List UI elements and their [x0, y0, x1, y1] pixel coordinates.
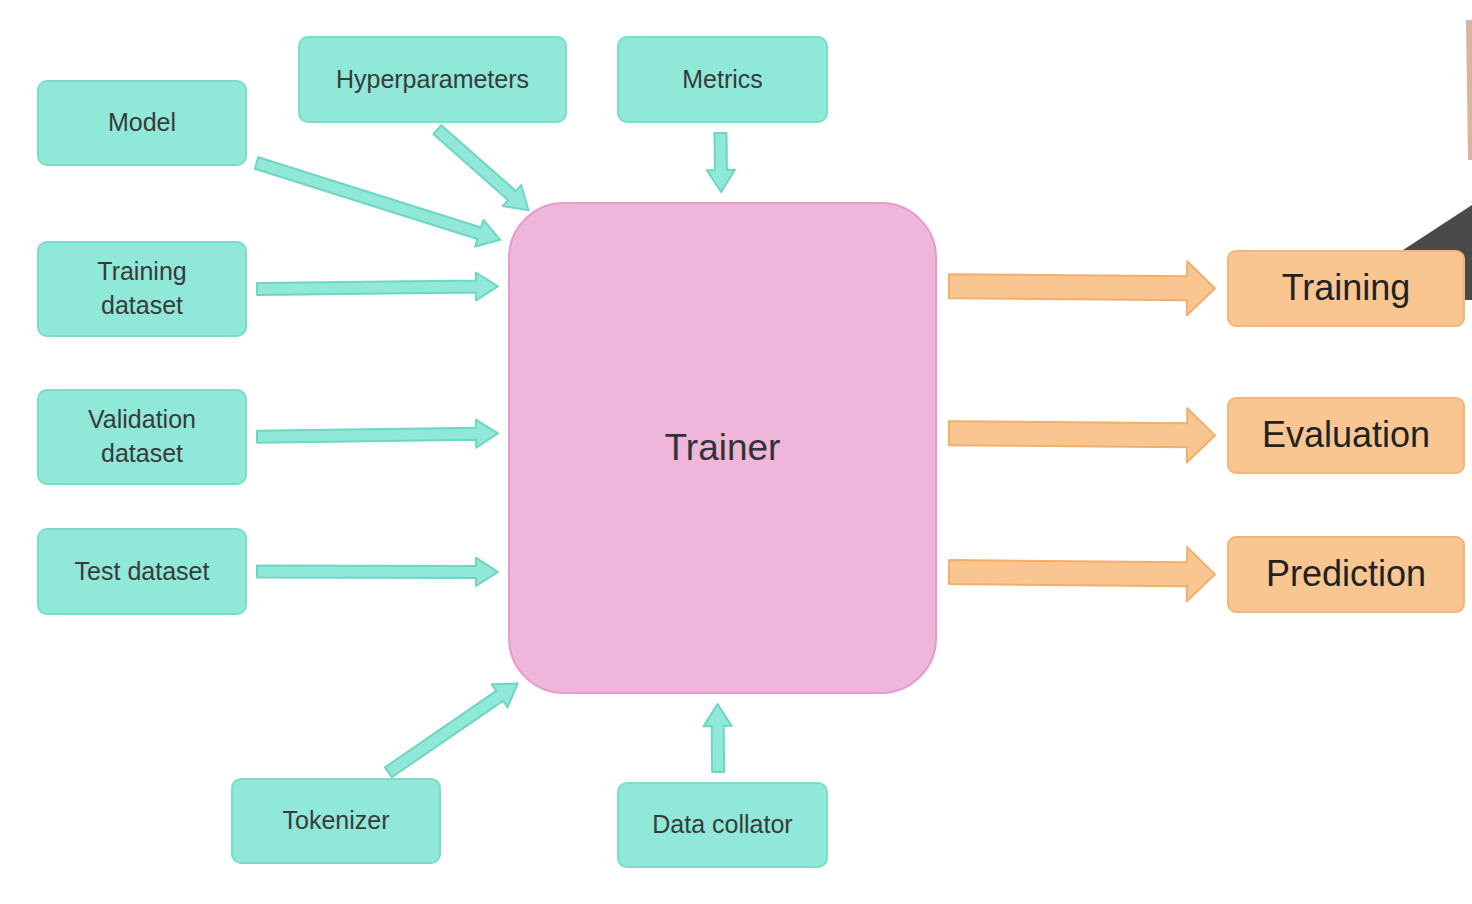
- box-label: Model: [108, 106, 176, 140]
- input-box: Model: [37, 80, 247, 166]
- input-box: Metrics: [617, 36, 828, 123]
- input-box: Hyperparameters: [298, 36, 567, 123]
- block-arrow: [257, 420, 498, 448]
- block-arrow: [257, 558, 498, 586]
- output-box: Prediction: [1227, 536, 1465, 613]
- presenter-face: [1466, 20, 1472, 160]
- box-label: Test dataset: [75, 555, 210, 589]
- block-arrow: [704, 704, 732, 772]
- box-label: Prediction: [1266, 550, 1426, 599]
- box-label: Trainer: [665, 423, 781, 473]
- box-label: Hyperparameters: [336, 63, 529, 97]
- block-arrow: [385, 683, 518, 777]
- input-box: Data collator: [617, 782, 828, 868]
- box-label: Evaluation: [1262, 411, 1430, 460]
- input-box: Tokenizer: [231, 778, 441, 864]
- box-label: Tokenizer: [283, 804, 390, 838]
- block-arrow: [257, 272, 498, 300]
- box-label: Data collator: [652, 808, 792, 842]
- input-box: Test dataset: [37, 528, 247, 615]
- output-box: Evaluation: [1227, 397, 1465, 474]
- block-arrow: [255, 157, 500, 246]
- output-box: Training: [1227, 250, 1465, 327]
- block-arrow: [949, 547, 1215, 601]
- block-arrow: [707, 133, 735, 192]
- block-arrow: [433, 125, 528, 210]
- block-arrow: [949, 408, 1215, 462]
- box-label: Training: [1282, 264, 1411, 313]
- box-label: Validation dataset: [72, 403, 212, 471]
- box-label: Metrics: [682, 63, 763, 97]
- input-box: Training dataset: [37, 241, 247, 337]
- box-label: Training dataset: [72, 255, 212, 323]
- input-box: Validation dataset: [37, 389, 247, 485]
- block-arrow: [949, 261, 1215, 315]
- trainer-box: Trainer: [508, 202, 937, 694]
